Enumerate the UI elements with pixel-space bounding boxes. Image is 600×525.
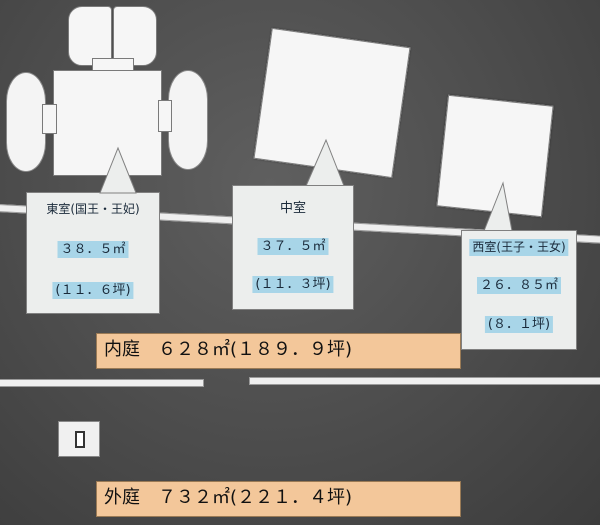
east-chamber-title: 東室(国王・王妃) [46, 202, 140, 216]
east-chamber-left-wing [6, 72, 46, 172]
east-chamber-tsubo: (１１．６坪) [52, 282, 134, 299]
middle-chamber-area: ３７．５㎡ [257, 238, 329, 255]
middle-chamber-label: 中室 ３７．５㎡ (１１．３坪) [232, 185, 354, 310]
east-chamber-right-connector [158, 100, 172, 132]
middle-chamber-tsubo: (１１．３坪) [252, 276, 334, 293]
lower-line-left [0, 379, 204, 387]
middle-chamber-title: 中室 [279, 201, 307, 216]
gate-marker [58, 421, 100, 457]
east-chamber-top-right-block [113, 6, 157, 66]
east-chamber-left-connector [42, 104, 57, 134]
west-chamber-title: 西室(王子・王女) [469, 239, 569, 256]
west-chamber-area: ２６．８５㎡ [476, 277, 562, 294]
lower-line-right [249, 377, 600, 385]
east-chamber-area: ３８．５㎡ [57, 241, 129, 258]
inner-courtyard-banner: 内庭 ６２８㎡(１８９．９坪) [96, 333, 461, 369]
outer-courtyard-banner: 外庭 ７３２㎡(２２１．４坪) [96, 481, 461, 517]
gate-icon [75, 431, 85, 448]
east-chamber-main-block [53, 70, 162, 176]
east-chamber-top-left-block [68, 6, 112, 66]
east-chamber-right-wing [168, 70, 208, 170]
west-chamber-tsubo: (８．１坪) [484, 316, 554, 333]
east-chamber-label: 東室(国王・王妃) ３８．５㎡ (１１．６坪) [26, 192, 160, 314]
west-chamber-label: 西室(王子・王女) ２６．８５㎡ (８．１坪) [461, 230, 577, 350]
